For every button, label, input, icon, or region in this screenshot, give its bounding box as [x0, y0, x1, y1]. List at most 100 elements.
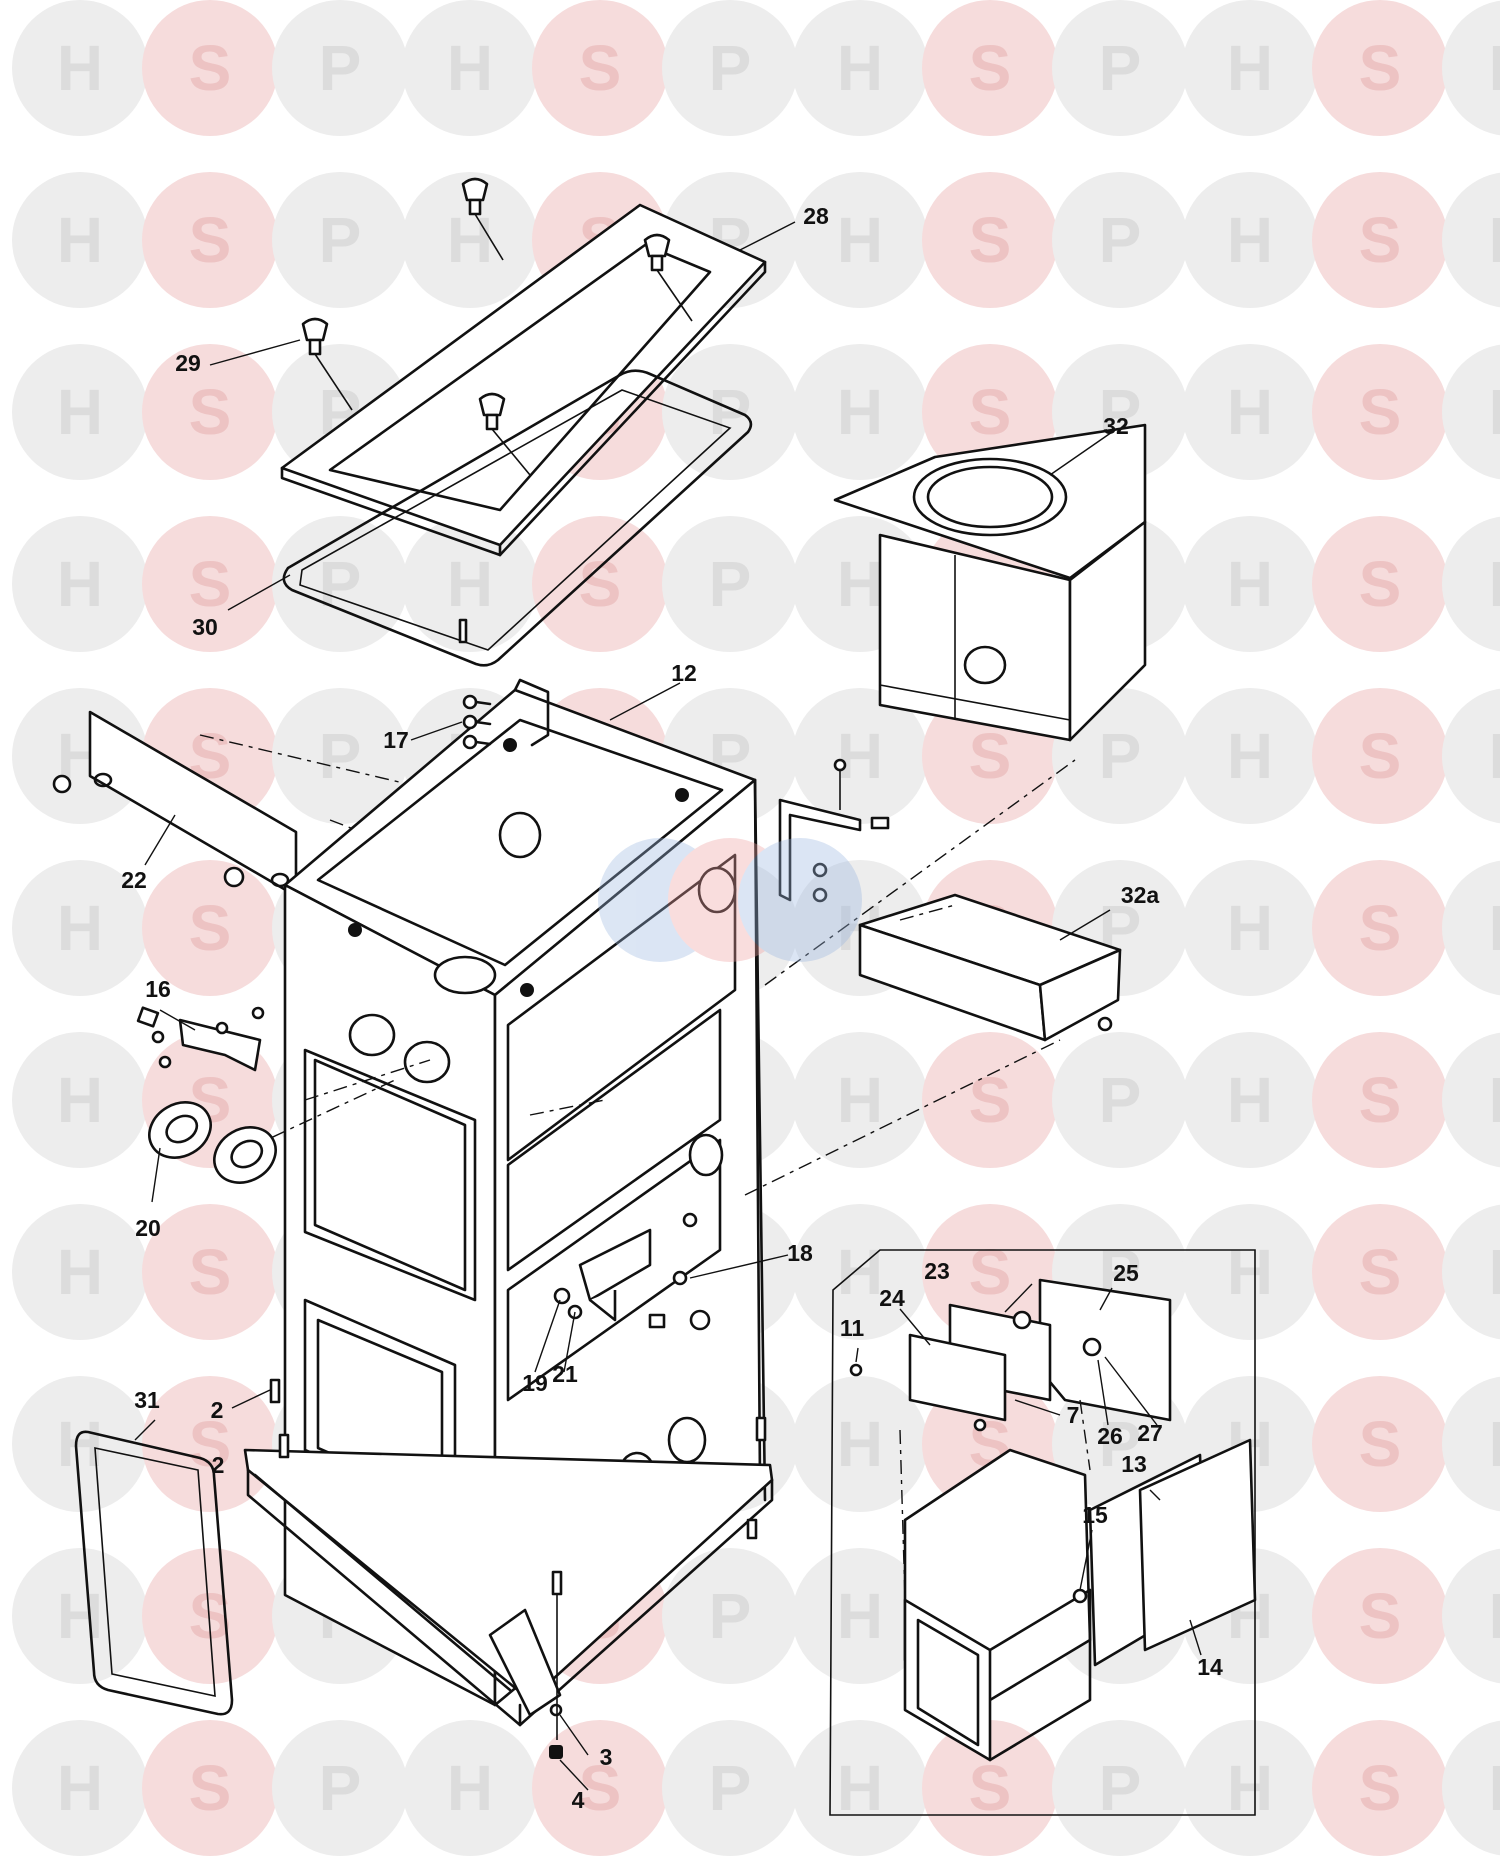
watermark-letter: H [837, 1064, 883, 1136]
callout-32a: 32a [1121, 882, 1160, 908]
watermark-letter: S [969, 32, 1012, 104]
callout-15: 15 [1082, 1502, 1108, 1528]
watermark-letter: S [969, 1752, 1012, 1824]
callout-21: 21 [552, 1361, 578, 1387]
watermark-circle [12, 1204, 148, 1340]
watermark-circle [1312, 516, 1448, 652]
watermark-circle [142, 516, 278, 652]
watermark-circle [142, 860, 278, 996]
watermark-circle [792, 1548, 928, 1684]
callout-23: 23 [924, 1258, 950, 1284]
watermark-circle [662, 1720, 798, 1856]
watermark-circle [1182, 860, 1318, 996]
callout-20: 20 [135, 1215, 161, 1241]
watermark-letter: P [1489, 1236, 1500, 1308]
watermark-letter: S [1359, 548, 1402, 620]
watermark-letter: P [1099, 32, 1142, 104]
watermark-letter: H [837, 204, 883, 276]
watermark-circle [12, 344, 148, 480]
part-17-bolts [462, 694, 492, 750]
watermark-letter: P [1099, 1064, 1142, 1136]
watermark-letter: P [319, 720, 362, 792]
watermark-circle [1312, 172, 1448, 308]
watermark-letter: H [57, 32, 103, 104]
watermark-circle [272, 688, 408, 824]
callout-31: 31 [134, 1387, 160, 1413]
callout-3: 3 [600, 1744, 613, 1770]
watermark-letter: H [447, 32, 493, 104]
watermark-letter: S [1359, 720, 1402, 792]
watermark-letter: H [57, 1752, 103, 1824]
watermark-letter: H [57, 1408, 103, 1480]
part-30-lid-gasket [282, 369, 753, 667]
watermark-circle [402, 1720, 538, 1856]
watermark-circle [662, 516, 798, 652]
watermark-circle [12, 860, 148, 996]
watermark-circle [922, 1032, 1058, 1168]
watermark-letter: P [1099, 1408, 1142, 1480]
watermark-letter: S [969, 1236, 1012, 1308]
watermark-circle [12, 1376, 148, 1512]
watermark-letter: P [1489, 1580, 1500, 1652]
watermark-letter: H [837, 1408, 883, 1480]
part-20-sight-seals [148, 1101, 277, 1184]
watermark-circle [1182, 1032, 1318, 1168]
watermark-circle [922, 1720, 1058, 1856]
watermark-circle [792, 1032, 928, 1168]
watermark-letter: H [1227, 892, 1273, 964]
watermark-circle [272, 516, 408, 652]
callout-12: 12 [671, 660, 697, 686]
part-18-burner-bracket [553, 1212, 698, 1329]
callout-27: 27 [1137, 1420, 1163, 1446]
watermark-letter: H [57, 548, 103, 620]
watermark-letter: P [709, 32, 752, 104]
watermark-letter: S [1359, 32, 1402, 104]
part-31-gasket [74, 1430, 234, 1716]
watermark-circle [1312, 1376, 1448, 1512]
watermark-letter: S [189, 1236, 232, 1308]
watermark-circle [1442, 172, 1500, 308]
assembly-guide-lines [244, 759, 1076, 1196]
watermark-letter: H [1227, 32, 1273, 104]
watermark-circle [142, 1720, 278, 1856]
watermark-circle [1182, 516, 1318, 652]
watermark-letter: H [57, 1236, 103, 1308]
watermark-circle [792, 688, 928, 824]
watermark-circle [272, 172, 408, 308]
watermark-circle [662, 344, 798, 480]
watermark-circle [1312, 0, 1448, 136]
watermark-letter: H [57, 892, 103, 964]
watermark-circle [792, 172, 928, 308]
watermark-circle [1182, 0, 1318, 136]
watermark-letter: H [57, 376, 103, 448]
watermark-letter: P [1099, 204, 1142, 276]
watermark-circle [1442, 1032, 1500, 1168]
watermark-letter: H [447, 204, 493, 276]
watermark-circle [532, 0, 668, 136]
watermark-letter: P [1489, 1408, 1500, 1480]
callout-11: 11 [840, 1315, 865, 1341]
watermark-letter: P [1099, 720, 1142, 792]
watermark-circle [1052, 1720, 1188, 1856]
watermark-circle [1312, 1720, 1448, 1856]
watermark-circle [12, 516, 148, 652]
watermark-circle [12, 1720, 148, 1856]
callout-28: 28 [803, 203, 829, 229]
watermark-circle [1442, 688, 1500, 824]
watermark-circle [12, 172, 148, 308]
watermark-letter: P [1489, 548, 1500, 620]
watermark-circle [12, 1032, 148, 1168]
watermark-circle [402, 172, 538, 308]
watermark-circle [272, 0, 408, 136]
callout-32: 32 [1103, 413, 1129, 439]
watermark-letter: H [837, 548, 883, 620]
watermark-letter: S [969, 204, 1012, 276]
watermark-circle [792, 0, 928, 136]
watermark-letter: P [709, 1752, 752, 1824]
watermark-letter: S [189, 376, 232, 448]
watermark-letter: H [1227, 1752, 1273, 1824]
watermark-letter: H [57, 204, 103, 276]
watermark-letter: S [1359, 1580, 1402, 1652]
watermark-circle [662, 0, 798, 136]
